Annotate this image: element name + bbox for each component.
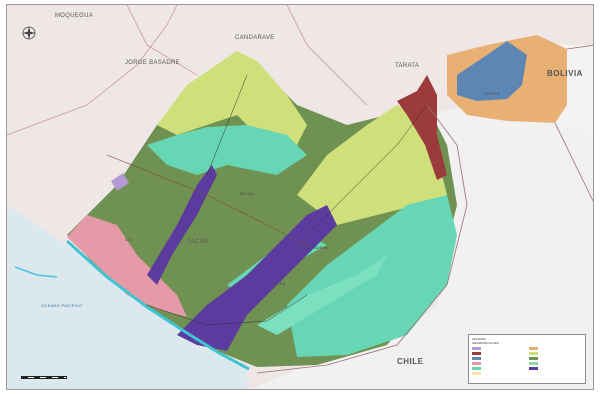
legend-swatch — [472, 357, 481, 361]
legend-item — [472, 347, 525, 351]
coast-line — [65, 239, 250, 371]
legend-item — [472, 352, 525, 356]
legend-item — [529, 347, 582, 351]
legend-grid — [472, 347, 582, 376]
province-border-1 — [7, 5, 178, 136]
legend-item — [472, 357, 525, 361]
road-main — [106, 154, 308, 246]
region-pink-coast — [67, 215, 187, 317]
legend-item — [472, 372, 525, 376]
legend-swatch — [529, 362, 538, 366]
label-bolivia: BOLIVIA — [547, 69, 583, 78]
legend-heading: LEYENDA — [472, 337, 487, 341]
province-border-2 — [126, 5, 198, 76]
legend-swatch — [529, 357, 538, 361]
scale-bar — [21, 376, 67, 379]
legend-subheading: GEOMORFOLOGIA — [472, 341, 500, 345]
legend-item — [472, 362, 525, 366]
legend-swatch — [472, 362, 481, 366]
label-chile: CHILE — [397, 357, 424, 366]
international-border — [256, 104, 468, 374]
label-ocean: OCEANO PACIFICO — [41, 303, 83, 308]
zone-label: TACNA — [271, 281, 286, 286]
road-coastal — [146, 294, 308, 326]
legend-swatch — [472, 352, 481, 356]
compass-icon — [22, 26, 36, 40]
map-canvas — [7, 5, 593, 389]
zone-label: TARATA — [483, 91, 500, 96]
road-north — [206, 74, 248, 176]
legend-swatch — [472, 372, 481, 376]
legend-swatch — [472, 367, 481, 371]
region-dark-red — [397, 75, 447, 180]
region-yellow-green-east — [297, 105, 447, 225]
region-blue-grey — [457, 41, 527, 101]
label-tacna: TACNA — [187, 239, 209, 245]
legend-swatch — [472, 347, 481, 351]
legend-swatch — [529, 367, 538, 371]
map-frame: MOQUEGUA JORGE BASADRE CANDARAVE TARATA … — [6, 4, 594, 390]
map-legend: LEYENDA GEOMORFOLOGIA — [468, 334, 586, 384]
bolivia-border — [554, 44, 593, 202]
legend-item — [529, 362, 582, 366]
region-mint-streak-1 — [257, 255, 387, 335]
legend-swatch — [529, 352, 538, 356]
legend-swatch — [529, 347, 538, 351]
label-candarave: CANDARAVE — [235, 35, 275, 41]
region-lavender — [111, 173, 129, 191]
sea-area — [7, 205, 247, 389]
legend-item — [529, 367, 582, 371]
label-jorge-basadre: JORGE BASADRE — [125, 60, 180, 66]
zone-label: CIUDAD NUEVA — [295, 245, 329, 250]
province-border-3 — [286, 5, 368, 106]
zone-label: TACNA — [239, 191, 254, 196]
stream-cyan — [14, 266, 58, 278]
land-chile — [251, 75, 593, 389]
label-moquegua: MOQUEGUA — [55, 13, 94, 19]
zone-label: ILO — [125, 237, 133, 242]
region-purple-stream — [147, 165, 217, 285]
region-purple-valley — [177, 205, 337, 351]
road-east — [306, 104, 428, 236]
legend-item — [529, 357, 582, 361]
legend-item — [472, 367, 525, 371]
legend-item — [529, 352, 582, 356]
region-yellow-green-west — [157, 51, 307, 145]
label-tarata: TARATA — [395, 63, 420, 69]
region-mint-west — [147, 125, 307, 175]
